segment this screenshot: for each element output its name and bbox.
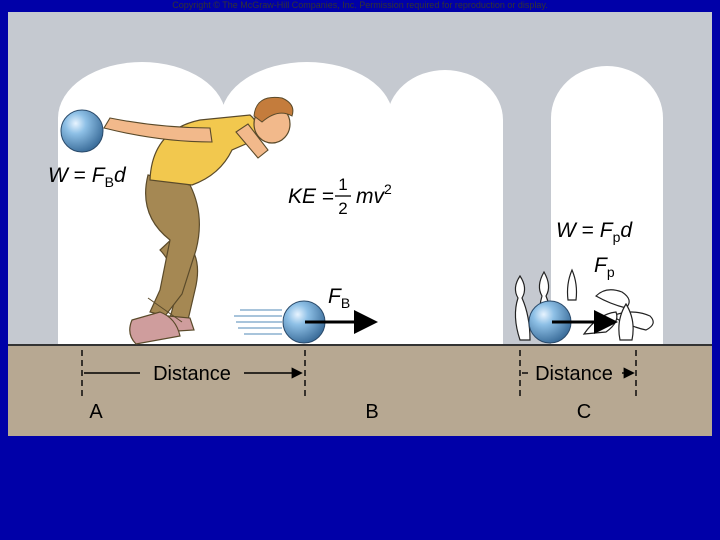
ball-rolling-group <box>234 300 378 344</box>
bowler-front-shoe <box>129 311 181 345</box>
pin <box>514 274 531 341</box>
speed-lines <box>234 309 282 335</box>
distance-right-marker <box>519 350 637 400</box>
ke-numerator: 1 <box>338 175 347 194</box>
pin <box>595 289 630 309</box>
label-point-b: B <box>365 401 378 423</box>
copyright-notice: Copyright © The McGraw-Hill Companies, I… <box>172 0 548 10</box>
bowler-ankle <box>147 297 183 323</box>
equation-work-bowler: W = FBd <box>48 164 127 190</box>
pin <box>566 268 578 301</box>
floor <box>8 345 712 436</box>
label-point-a: A <box>89 401 103 423</box>
label-force-ball: FB <box>328 285 350 311</box>
arch <box>551 66 663 345</box>
arch <box>58 62 226 345</box>
bowler <box>103 96 294 345</box>
bowler-hair <box>253 96 294 123</box>
label-distance-right: Distance <box>535 363 613 385</box>
equation-work-pins: W = Fpd <box>556 219 633 245</box>
ball-held <box>60 109 104 153</box>
svg-text:KE =: KE = <box>288 185 334 208</box>
bowler-arm-front <box>235 123 269 159</box>
label-point-c: C <box>577 401 591 423</box>
label-distance-left: Distance <box>153 363 231 385</box>
pin <box>618 302 634 341</box>
distance-left-marker <box>81 350 306 400</box>
ke-denominator: 2 <box>338 199 347 218</box>
svg-text:mv2: mv2 <box>356 181 392 208</box>
arch <box>387 70 503 345</box>
label-force-pins: Fp <box>594 254 615 280</box>
equation-kinetic-energy: KE = 1 2 mv2 <box>288 175 392 218</box>
bowler-arm-back <box>103 117 213 143</box>
